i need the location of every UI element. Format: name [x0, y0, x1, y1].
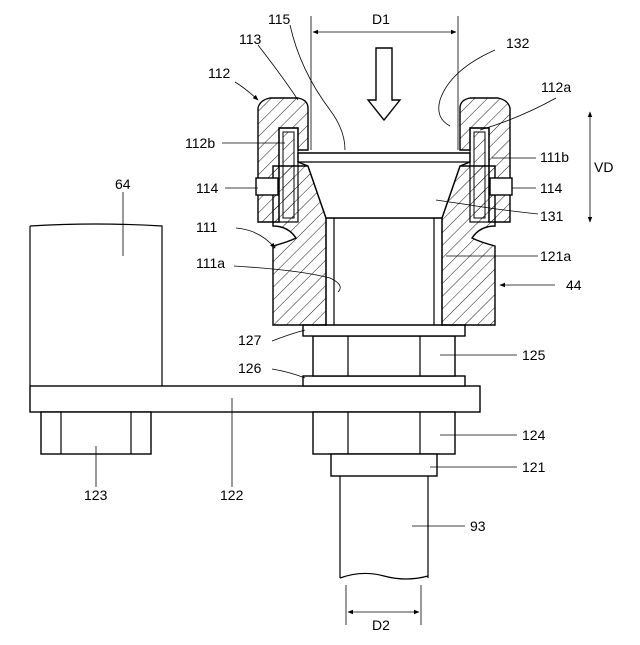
- label-126: 126: [238, 360, 262, 376]
- shaft-93: [340, 476, 428, 579]
- label-131: 131: [540, 208, 564, 224]
- label-115: 115: [268, 11, 291, 27]
- bore-121a: [326, 218, 442, 325]
- label-vd: VD: [594, 159, 613, 175]
- label-114-right: 114: [540, 180, 563, 196]
- pin-114-left: [256, 178, 278, 195]
- label-111b: 111b: [540, 149, 569, 165]
- label-112a: 112a: [541, 79, 571, 95]
- nut-125: [313, 336, 455, 376]
- label-112: 112: [208, 65, 231, 81]
- shoulder-121: [331, 454, 437, 476]
- label-125: 125: [522, 347, 546, 363]
- label-122: 122: [220, 487, 244, 503]
- reference-labels: 64 115 D1 132 113 112 112a 112b 111b VD …: [84, 11, 613, 633]
- washer-126: [303, 376, 465, 386]
- plate-122: [30, 386, 480, 412]
- nut-124: [313, 412, 455, 454]
- label-114-left: 114: [196, 180, 219, 196]
- label-121: 121: [522, 459, 546, 475]
- label-112b: 112b: [185, 135, 215, 151]
- pin-114-right: [490, 178, 512, 195]
- label-d1: D1: [372, 11, 390, 27]
- insertion-arrow: [368, 48, 400, 120]
- label-124: 124: [522, 427, 546, 443]
- label-111: 111: [196, 219, 217, 235]
- label-111a: 111a: [196, 255, 225, 271]
- label-93: 93: [470, 518, 486, 534]
- block-64: [30, 224, 162, 386]
- funnel-113: [298, 153, 470, 218]
- label-127: 127: [238, 332, 262, 348]
- label-113: 113: [239, 31, 262, 47]
- label-123: 123: [84, 487, 108, 503]
- label-121a: 121a: [540, 248, 571, 264]
- label-132: 132: [506, 35, 530, 51]
- label-44: 44: [566, 277, 582, 293]
- washer-127: [303, 325, 465, 336]
- label-d2: D2: [372, 617, 390, 633]
- label-64: 64: [115, 176, 131, 192]
